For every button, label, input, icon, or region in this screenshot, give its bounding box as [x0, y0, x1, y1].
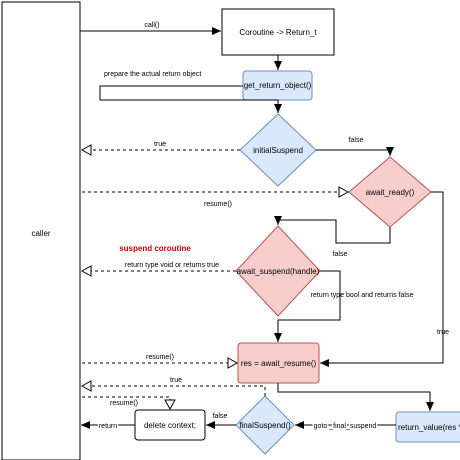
edge-initial-true-label: true: [154, 141, 166, 148]
edge-suspend-void-label: return type void or returns true: [125, 262, 219, 269]
await-suspend-label: await_suspend(handle): [237, 267, 320, 276]
coroutine-box: [221, 8, 335, 56]
await-ready-label: await_ready(): [366, 188, 415, 197]
await-suspend-diamond: [235, 225, 321, 317]
edge-ready-false-label: false: [333, 251, 348, 258]
edge-ready-false: [274, 216, 391, 244]
edge-call-label: call(): [144, 22, 159, 29]
suspend-coroutine-annotation: suspend coroutine: [119, 244, 191, 253]
coroutine-label: Coroutine -> Return_t: [239, 28, 317, 37]
get-return-object-label: get_return_object(): [244, 81, 312, 90]
final-suspend-label: finalSuspend(): [239, 421, 291, 430]
edge-ready-true: [320, 191, 444, 367]
await-resume-label: res = await_resume(): [241, 359, 317, 368]
initial-suspend-label: initialSuspend: [253, 146, 303, 155]
edge-gro-to-initial: [99, 85, 282, 113]
caller-label: caller: [31, 229, 50, 238]
edge-initial-false-label: false: [349, 137, 364, 144]
return-value-label: return_value(res *: [398, 423, 460, 432]
edge-resume-to-return-value: [277, 383, 434, 411]
edge-resume-1-label: resume(): [204, 201, 232, 208]
edge-resume-2-label: resume(): [146, 354, 174, 361]
edge-prepare-label: prepare the actual return object: [104, 71, 201, 78]
edge-ready-true-label: true: [437, 329, 449, 336]
delete-context-label: delete context;: [144, 421, 196, 430]
edge-return-label: return: [99, 423, 117, 430]
edge-final-false-label: false: [213, 413, 228, 420]
edge-resume-3: [82, 396, 176, 411]
edge-initial-false: [316, 147, 394, 156]
initial-suspend-diamond: [239, 113, 317, 187]
final-suspend-diamond: [235, 395, 295, 455]
return-value-box: [395, 411, 460, 443]
edge-suspend-bool-false: [274, 270, 341, 342]
edge-goto-final-label: goto _final_suspend: [314, 423, 377, 430]
caller-box: [1, 1, 81, 460]
edge-final-true: [80, 380, 266, 396]
edge-final-true-label: true: [170, 377, 182, 384]
edge-resume-3-label: resume(): [110, 400, 138, 407]
edge-suspend-bool-false-label: return type bool and returns false: [311, 292, 414, 299]
